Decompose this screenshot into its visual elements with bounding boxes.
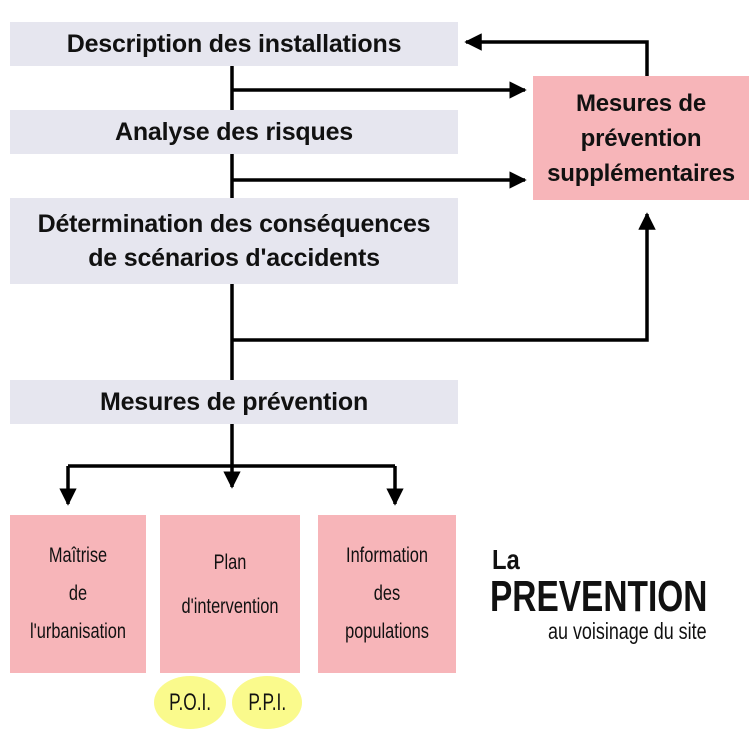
stage-description-label: Description des installations	[66, 30, 402, 58]
caption-prevention: PREVENTION	[490, 572, 708, 621]
stage-determination: Détermination des conséquences de scénar…	[10, 198, 458, 284]
maitrise-line-3: l'urbanisation	[29, 620, 127, 643]
information-line-1: Information	[346, 544, 428, 567]
information-line-3: populations	[345, 620, 429, 643]
supplementaires-line-1: Mesures de	[575, 89, 707, 117]
stage-determination-label-1: Détermination des conséquences	[37, 210, 431, 238]
badge-ppi-label: P.P.I.	[248, 688, 286, 716]
stage-analyse-label: Analyse des risques	[115, 118, 353, 146]
supplementaires-line-2: prévention	[580, 124, 702, 152]
caption-la: La	[492, 544, 520, 575]
box-plan-intervention: Plan d'intervention	[160, 515, 300, 673]
caption-subtitle: au voisinage du site	[548, 618, 707, 644]
information-line-2: des	[373, 582, 401, 605]
supplementaires-line-3: supplémentaires	[547, 159, 735, 187]
box-maitrise-urbanisation: Maîtrise de l'urbanisation	[10, 515, 146, 673]
plan-line-2: d'intervention	[181, 595, 279, 618]
maitrise-line-1: Maîtrise	[48, 544, 108, 567]
stage-analyse: Analyse des risques	[10, 110, 458, 154]
arrow-determination-to-supplementaires	[232, 212, 656, 342]
badge-poi-label: P.O.I.	[169, 688, 211, 716]
stage-mesures-prevention-label: Mesures de prévention	[99, 388, 369, 416]
stage-description: Description des installations	[10, 22, 458, 66]
arrow-feedback-to-description	[464, 33, 649, 76]
box-information-populations: Information des populations	[318, 515, 456, 673]
stage-mesures-prevention: Mesures de prévention	[10, 380, 458, 424]
maitrise-line-2: de	[68, 582, 88, 605]
stage-determination-label-2: de scénarios d'accidents	[88, 244, 380, 272]
badge-poi: P.O.I.	[154, 676, 226, 729]
badge-ppi: P.P.I.	[232, 676, 302, 729]
plan-line-1: Plan	[213, 551, 247, 574]
box-mesures-supplementaires: Mesures de prévention supplémentaires	[533, 76, 749, 200]
